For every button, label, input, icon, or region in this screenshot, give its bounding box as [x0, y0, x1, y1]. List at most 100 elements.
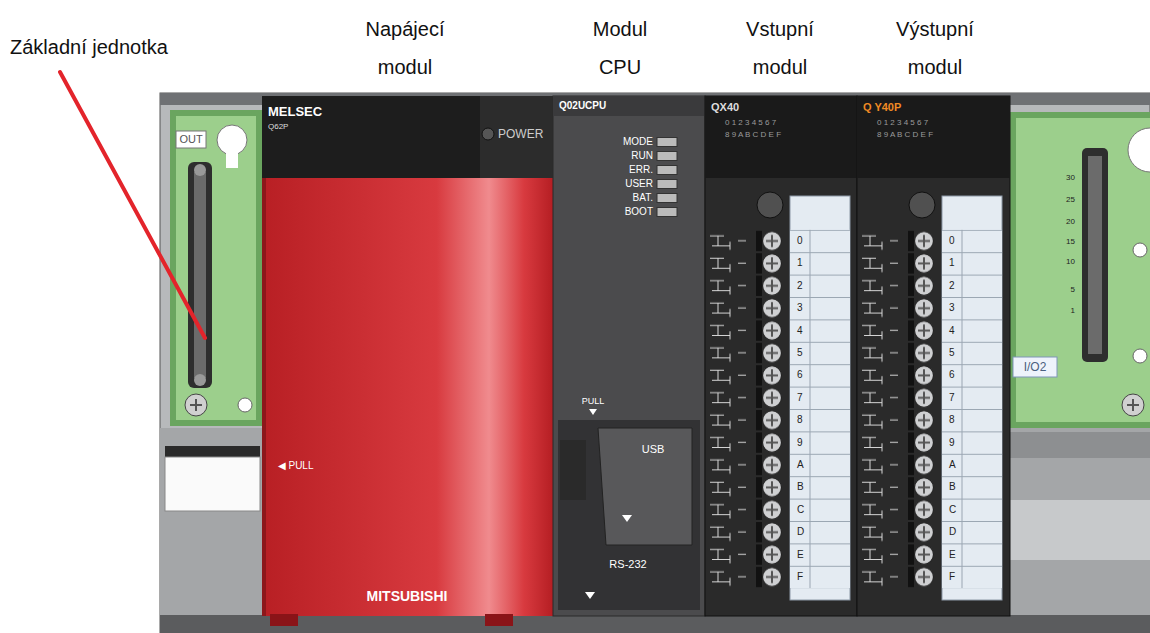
slot-connector	[1082, 148, 1108, 362]
module-marking: B	[949, 481, 956, 493]
module-marking: MELSEC	[268, 104, 322, 120]
extension-connector	[194, 172, 206, 378]
wiring-symbols	[860, 230, 900, 588]
module-marking: D	[949, 526, 956, 538]
module-marking: 2	[797, 280, 803, 292]
base-lower	[165, 446, 260, 457]
status-led	[657, 166, 677, 175]
module-marking: OUT	[179, 133, 202, 146]
module-marking: C	[949, 504, 956, 516]
module-marking: 7	[949, 392, 955, 404]
power-tab	[270, 614, 298, 626]
module-marking: 0 1 2 3 4 5 6 7	[725, 118, 776, 128]
terminal-screws	[756, 230, 786, 588]
module-marking: 9	[797, 437, 803, 449]
cpu-module-body	[553, 96, 705, 616]
wiring-symbols	[708, 230, 748, 588]
power-module-edge	[262, 178, 266, 616]
module-marking: 4	[949, 325, 955, 337]
callout-label: Výstupní modul	[885, 10, 985, 86]
base-lower	[1010, 500, 1150, 560]
module-marking: 3	[797, 302, 803, 314]
base-lower	[1010, 432, 1150, 458]
slot-connector	[1088, 156, 1102, 354]
status-led	[657, 152, 677, 161]
module-marking: A	[949, 459, 956, 471]
wiring-symbols	[860, 230, 900, 588]
slot-plate	[1013, 357, 1057, 377]
status-led	[657, 138, 677, 147]
base-pcb	[1010, 112, 1150, 428]
module-marking: 8 9 A B C D E F	[877, 130, 933, 140]
input-module-top	[705, 96, 857, 178]
module-marking: Q Y40P	[863, 101, 901, 114]
module-marking: F	[949, 571, 955, 583]
label-strip	[790, 230, 850, 588]
module-marking: 0	[949, 235, 955, 247]
wiring-symbols	[708, 230, 748, 588]
module-marking: USER	[625, 178, 653, 190]
module-marking: 0 1 2 3 4 5 6 7	[877, 118, 928, 128]
callout-label: Modul CPU	[580, 10, 660, 86]
module-marking: MITSUBISHI	[367, 588, 448, 605]
module-marking: RUN	[631, 150, 653, 162]
callout-label: Základní jednotka	[10, 28, 168, 66]
base-screw	[190, 399, 202, 411]
terminal-screws	[756, 230, 786, 588]
terminal-screws	[908, 230, 938, 588]
module-marking: I/O2	[1024, 360, 1047, 374]
module-marking: 5	[1071, 285, 1075, 295]
module-marking: ◀ PULL	[278, 460, 313, 472]
plc-module: Q Y40P0 1 2 3 4 5 6 78 9 A B C D E F0123…	[857, 96, 1010, 618]
label-strip	[942, 196, 1002, 600]
module-marking: QX40	[711, 101, 739, 114]
output-module-top	[857, 96, 1010, 178]
base-screw	[1122, 394, 1144, 416]
output-module-body	[857, 96, 1010, 616]
module-marking: Q02UCPU	[559, 100, 606, 112]
module-marking: A	[797, 459, 804, 471]
terminal-screws	[908, 230, 938, 588]
module-marking: MODE	[623, 136, 653, 148]
module-marking: 7	[797, 392, 803, 404]
module-marking: 15	[1066, 237, 1075, 247]
module-marking: BOOT	[625, 206, 653, 218]
module-marking: 9	[949, 437, 955, 449]
power-led	[482, 128, 494, 140]
module-marking: 10	[1066, 257, 1075, 267]
module-marking: E	[949, 549, 956, 561]
status-led	[657, 194, 677, 203]
module-marking: F	[797, 571, 803, 583]
label-strip	[942, 230, 1002, 588]
plc-module: QX400 1 2 3 4 5 6 78 9 A B C D E F012345…	[705, 96, 857, 618]
usb-flap	[598, 428, 692, 545]
callout-label: Vstupní modul	[735, 10, 825, 86]
module-marking: 3	[949, 302, 955, 314]
module-marking: 2	[949, 280, 955, 292]
plc-module: MELSEC Q62P POWER ◀ PULL MITSUBISHI	[262, 96, 553, 618]
module-marking: RS-232	[609, 558, 646, 571]
base-frame	[160, 93, 1150, 633]
cover-screw	[757, 192, 783, 218]
module-marking: 8	[949, 414, 955, 426]
status-led	[657, 208, 677, 217]
label-strip	[790, 230, 850, 588]
module-marking: POWER	[498, 127, 543, 141]
power-module-top	[480, 96, 553, 178]
module-marking: ERR.	[629, 164, 653, 176]
module-marking: 5	[949, 347, 955, 359]
plc-module: Q02UCPUMODERUNERR.USERBAT.BOOTPULLUSBRS-…	[553, 96, 705, 618]
connector-screw	[194, 374, 206, 386]
base-bottom	[160, 615, 1150, 633]
mount-hole	[1133, 349, 1147, 363]
module-marking: Q62P	[268, 122, 288, 132]
module-marking: 1	[1071, 306, 1075, 316]
label-strip	[790, 196, 850, 600]
base-screw	[185, 394, 207, 416]
module-marking: B	[797, 481, 804, 493]
leader-line	[60, 72, 205, 338]
